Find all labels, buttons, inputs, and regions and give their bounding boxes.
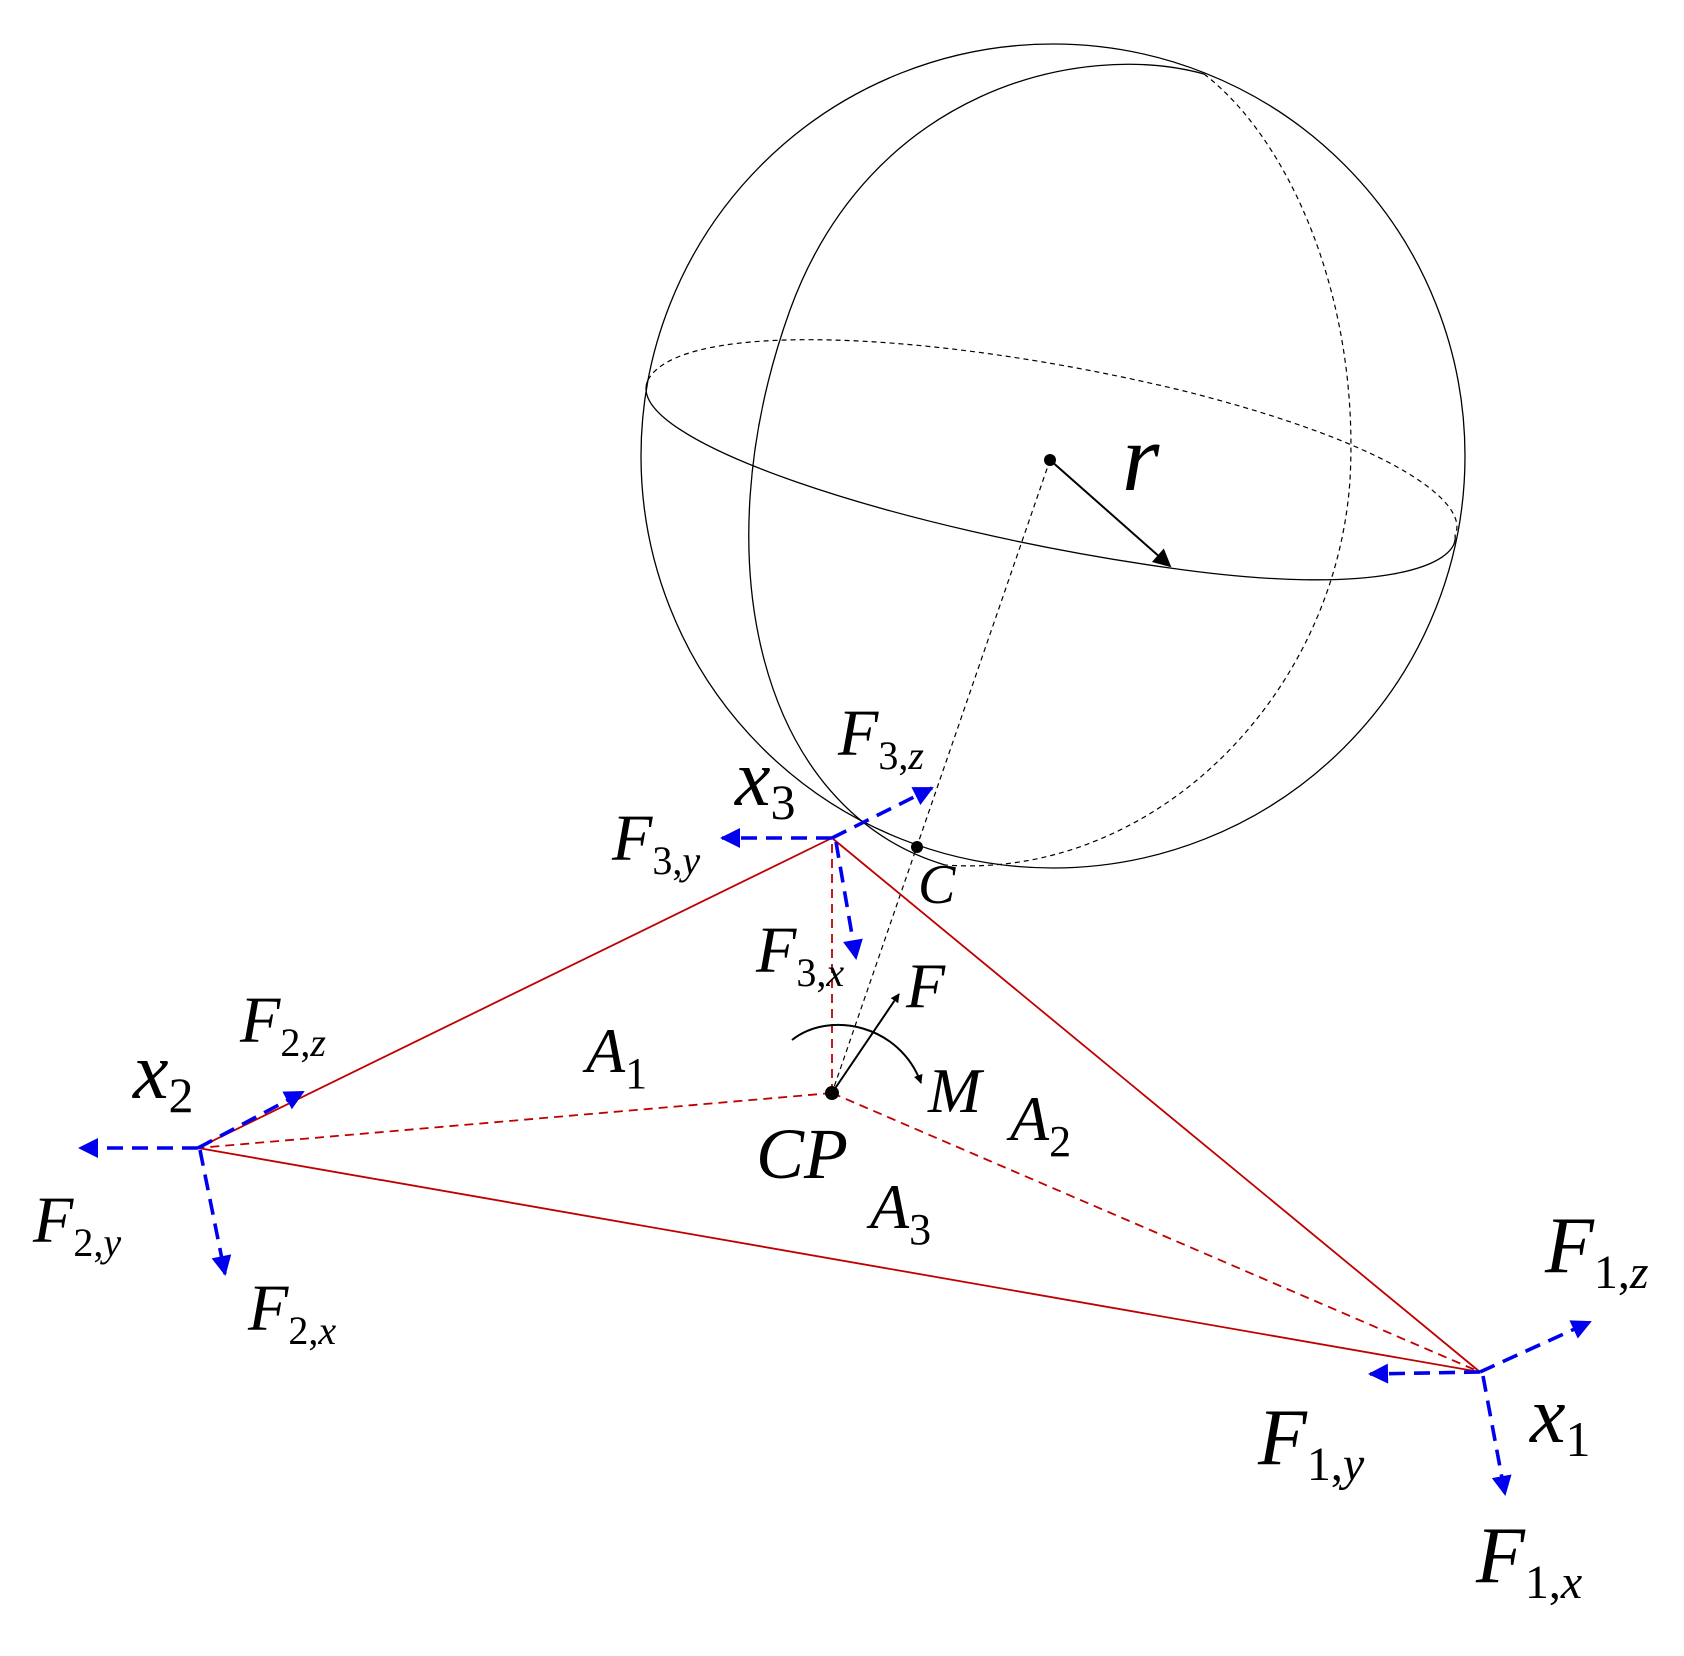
contact-triangle	[197, 837, 1481, 1373]
f1y-arrow	[1368, 1363, 1481, 1384]
label-a3: A3	[866, 1171, 931, 1254]
sphere-equator-back	[647, 339, 1458, 536]
label-f3z: F3,z	[837, 697, 924, 778]
force-components-x1	[1368, 1320, 1592, 1496]
label-f1x: F1,x	[1475, 1512, 1582, 1609]
contact-point-c	[911, 841, 923, 853]
label-f2y: F2,y	[32, 1184, 121, 1265]
label-cp: CP	[756, 1114, 848, 1194]
label-f3y: F3,y	[611, 802, 700, 883]
label-x3: x3	[734, 735, 796, 830]
label-f2x: F2,x	[247, 1272, 336, 1353]
label-f2z: F2,z	[239, 984, 326, 1065]
moment-arrow	[791, 1023, 923, 1084]
force-components-x3	[720, 786, 934, 960]
edge-x2-x1	[197, 1147, 1481, 1373]
f1x-arrow	[1481, 1375, 1512, 1496]
f2x-arrow	[198, 1149, 232, 1276]
label-m: M	[927, 1055, 985, 1126]
label-c: C	[918, 854, 956, 916]
center-to-cp-line	[831, 459, 1051, 1094]
edge-x3-x1	[831, 837, 1481, 1373]
force-components-x2	[78, 1090, 305, 1276]
f3x-arrow	[834, 841, 863, 960]
sphere-meridian-front	[748, 63, 1205, 866]
sphere-equator-front	[645, 379, 1456, 581]
label-x1: x1	[1529, 1372, 1591, 1467]
cp-to-x2	[197, 1092, 833, 1149]
label-x2: x2	[132, 1028, 194, 1123]
cp-to-x1	[831, 1092, 1481, 1373]
label-r: r	[1122, 404, 1160, 511]
f1z-arrow	[1479, 1320, 1592, 1374]
label-f: F	[905, 950, 946, 1021]
f2z-arrow	[197, 1090, 305, 1150]
label-a1: A1	[582, 1015, 647, 1098]
label-f1z: F1,z	[1544, 1202, 1649, 1299]
sphere-outline	[640, 43, 1466, 869]
radius-arrow	[1049, 459, 1172, 568]
label-f3x: F3,x	[755, 914, 844, 995]
label-a2: A2	[1006, 1083, 1071, 1166]
resultant-force-arrow	[831, 993, 900, 1094]
sphere	[640, 43, 1466, 1094]
f3z-arrow	[831, 786, 934, 840]
label-f1y: F1,y	[1257, 1394, 1365, 1491]
